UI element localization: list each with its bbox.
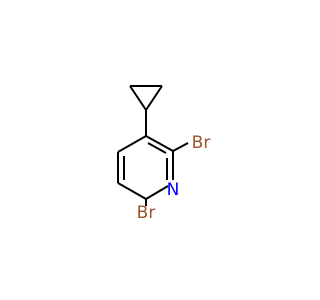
bromine-atom-bottom: Br (137, 203, 156, 223)
pyridine-ring (117, 135, 174, 200)
bond-c6-n (145, 185, 169, 200)
bond-c3-c4 (117, 135, 147, 153)
bond-cyclopropyl-left (129, 85, 147, 111)
bond-c3-c2 (145, 135, 174, 152)
cyclopropyl-group (129, 85, 163, 136)
molecule-structure: Br N Br (117, 85, 211, 223)
bond-cyclopropyl-right (145, 85, 163, 111)
bond-c3-c2-inner (147, 142, 167, 154)
nitrogen-atom: N (167, 180, 180, 200)
bond-c2-br (172, 142, 189, 152)
bond-c5-c6 (117, 182, 147, 200)
bromine-atom-top: Br (192, 133, 211, 153)
